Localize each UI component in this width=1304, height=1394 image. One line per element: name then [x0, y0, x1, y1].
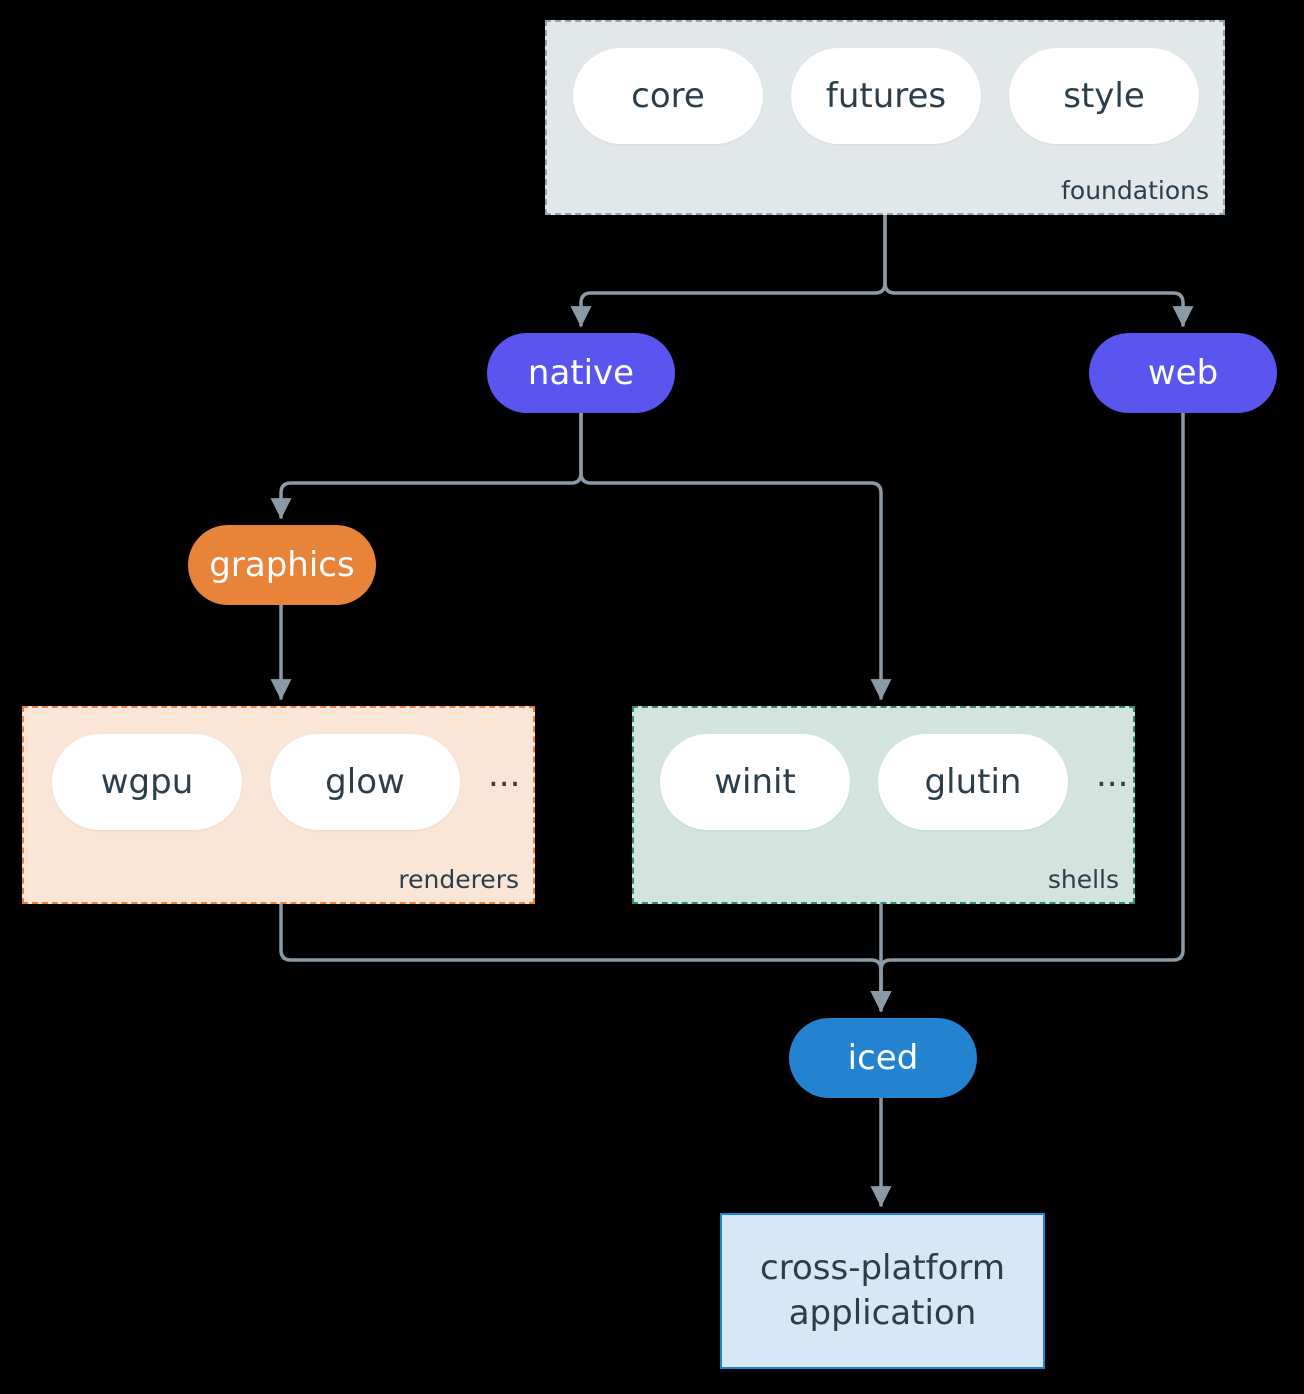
- node-wgpu[interactable]: wgpu: [52, 734, 242, 830]
- node-native[interactable]: native: [487, 333, 675, 413]
- node-application-line1: cross-platform: [760, 1248, 1005, 1289]
- node-iced[interactable]: iced: [789, 1018, 977, 1098]
- node-glow[interactable]: glow: [270, 734, 460, 830]
- cluster-shells-label: shells: [1047, 865, 1119, 894]
- node-core[interactable]: core: [573, 48, 763, 144]
- cluster-foundations-label: foundations: [1061, 176, 1209, 205]
- edge-native-graphics: [270, 411, 583, 520]
- node-futures[interactable]: futures: [791, 48, 981, 144]
- edge-web-iced: [870, 411, 1185, 1013]
- node-web[interactable]: web: [1089, 333, 1277, 413]
- node-style-label: style: [1063, 76, 1145, 116]
- edge-foundations-native: [570, 214, 887, 328]
- cluster-foundations: core futures style foundations: [545, 20, 1225, 215]
- shells-items: winit glutin ...: [660, 734, 1128, 830]
- node-graphics[interactable]: graphics: [188, 525, 376, 605]
- node-native-label: native: [527, 353, 635, 393]
- node-application-line2: application: [788, 1293, 977, 1333]
- node-graphics-label: graphics: [209, 545, 355, 585]
- foundations-items: core futures style: [573, 48, 1199, 144]
- node-cross-platform-application[interactable]: cross-platform application: [720, 1213, 1045, 1369]
- node-futures-label: futures: [825, 76, 947, 116]
- cluster-renderers-label: renderers: [398, 865, 519, 894]
- edge-native-shells: [579, 411, 892, 701]
- node-style[interactable]: style: [1009, 48, 1199, 144]
- renderers-items: wgpu glow ...: [52, 734, 520, 830]
- cluster-shells: winit glutin ... shells: [632, 706, 1135, 904]
- node-glutin[interactable]: glutin: [878, 734, 1068, 830]
- node-wgpu-label: wgpu: [100, 762, 194, 802]
- cluster-renderers: wgpu glow ... renderers: [22, 706, 535, 904]
- node-winit-label: winit: [714, 762, 796, 802]
- node-core-label: core: [631, 76, 705, 116]
- node-glow-label: glow: [325, 762, 405, 802]
- node-winit[interactable]: winit: [660, 734, 850, 830]
- edge-renderers-iced: [279, 902, 892, 1013]
- shells-more-ellipsis: ...: [1096, 755, 1129, 795]
- node-iced-label: iced: [847, 1038, 919, 1078]
- renderers-more-ellipsis: ...: [488, 755, 521, 795]
- node-web-label: web: [1147, 353, 1219, 393]
- edge-foundations-web: [883, 214, 1194, 328]
- node-glutin-label: glutin: [924, 762, 1022, 802]
